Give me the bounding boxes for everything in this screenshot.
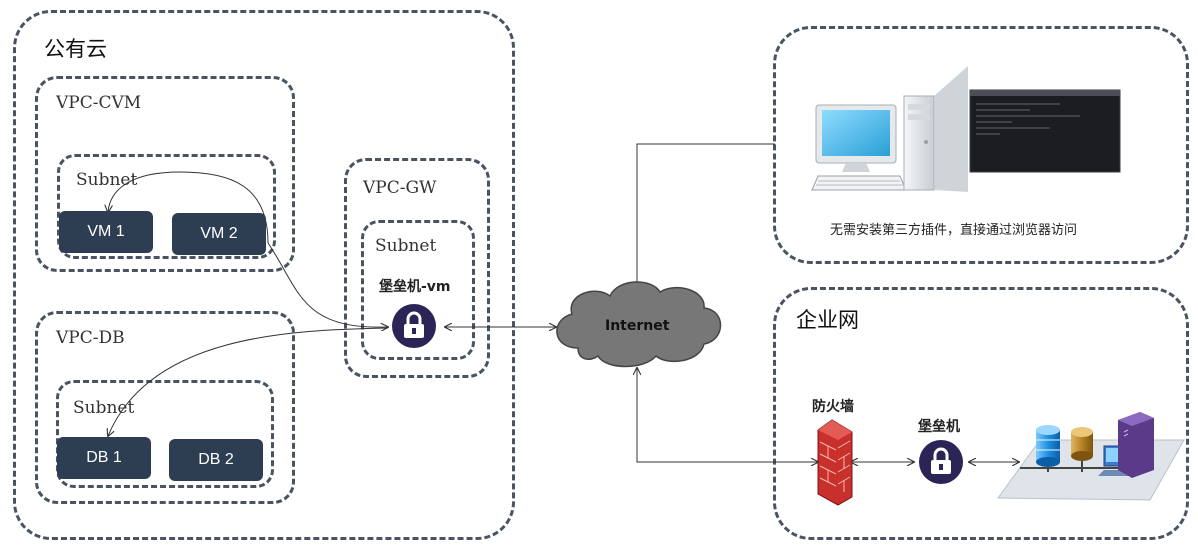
public-cloud-zone (13, 10, 515, 540)
bastion-vm-lock-icon (392, 304, 436, 348)
vpc-db-label: VPC-DB (56, 328, 125, 348)
cvm-subnet-label: Subnet (76, 170, 138, 190)
client-caption: 无需安装第三方插件，直接通过浏览器访问 (830, 223, 1078, 238)
server-cluster-icon (997, 412, 1185, 501)
vm2-node[interactable]: VM 2 (172, 213, 266, 255)
public-cloud-label: 公有云 (44, 37, 107, 61)
db2-node[interactable]: DB 2 (169, 439, 263, 481)
vpc-db-zone (35, 311, 295, 504)
vpc-cvm-zone (35, 76, 295, 272)
db-subnet-zone (56, 380, 274, 488)
enterprise-network-label: 企业网 (796, 308, 859, 332)
client-internet-link (637, 143, 775, 289)
internet-cloud-icon (556, 281, 722, 368)
bastion-lock-icon (919, 440, 963, 484)
vm-curve-connector (267, 242, 388, 327)
db1-node[interactable]: DB 1 (57, 437, 151, 479)
firewall-icon (817, 419, 853, 506)
firewall-label: 防火墙 (812, 399, 854, 415)
vpc-gw-zone (344, 158, 490, 378)
vm-subnet-curve (108, 171, 269, 244)
bastion-vm-label: 堡垒机-vm (379, 279, 451, 295)
client-computer-icon (811, 66, 1121, 192)
db-curve-connector (108, 327, 389, 436)
internet-firewall-link (637, 368, 818, 462)
gw-subnet-zone (361, 220, 475, 360)
bastion-label: 堡垒机 (918, 419, 960, 435)
vpc-gw-label: VPC-GW (363, 178, 437, 198)
cvm-subnet-zone (57, 154, 276, 259)
vpc-cvm-label: VPC-CVM (56, 93, 142, 113)
client-zone (773, 26, 1189, 264)
vm1-node[interactable]: VM 1 (59, 211, 153, 253)
internet-label: Internet (605, 318, 670, 334)
gw-subnet-label: Subnet (375, 236, 437, 256)
db-subnet-label: Subnet (73, 398, 135, 418)
